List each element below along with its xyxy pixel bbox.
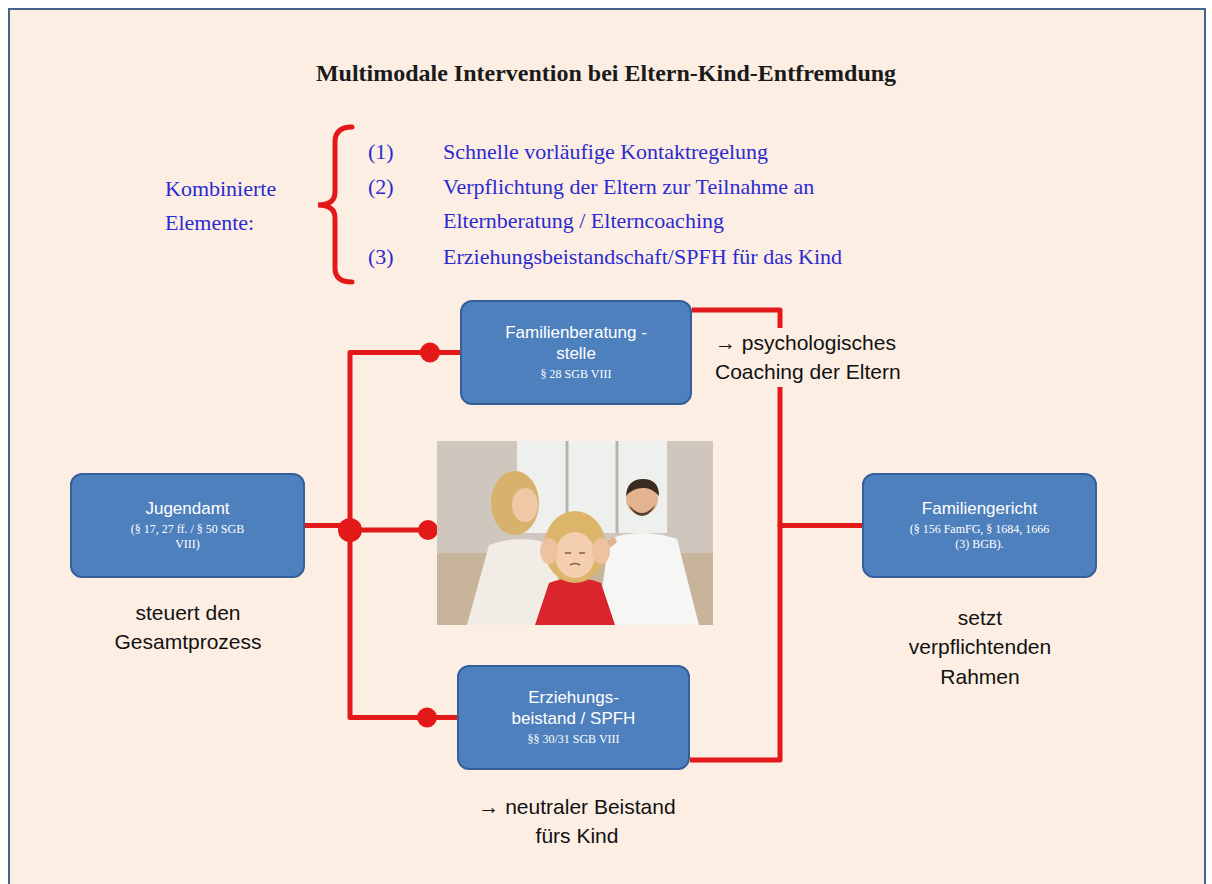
box-title: Erziehungs- beistand / SPFH: [499, 688, 649, 729]
mother-hair: [491, 471, 539, 535]
connector-dot: [418, 520, 438, 540]
diagram-title: Multimodale Intervention bei Eltern-Kind…: [0, 60, 1212, 87]
connector-dot: [417, 708, 437, 728]
box-title: Jugendamt: [145, 499, 229, 519]
list-bracket: [318, 127, 352, 282]
group-label: Kombinierte Elemente:: [165, 172, 325, 240]
bracket-connector: [305, 526, 457, 718]
legal-reference: (§ 156 FamFG, § 1684, 1666 (3) BGB).: [905, 522, 1055, 552]
list-number: (1): [368, 135, 428, 169]
authority-box: Jugendamt (§ 17, 27 ff. / § 50 SGB VIII): [70, 473, 305, 578]
girl-features: [565, 553, 585, 565]
list-item: Schnelle vorläufige Kontaktregelung: [443, 135, 1003, 169]
father-beard: [629, 505, 655, 516]
court-box: Familiengericht (§ 156 FamFG, § 1684, 166…: [862, 473, 1097, 578]
window-bar: [616, 441, 619, 533]
girl-face: [555, 532, 595, 578]
annotation: steuert den Gesamtprozess: [88, 598, 288, 657]
girl-body: [535, 578, 615, 625]
girl-hand: [592, 538, 610, 564]
legal-reference: §§ 30/31 SGB VIII: [527, 732, 619, 747]
annotation: → neutraler Beistand fürs Kind: [462, 792, 692, 851]
mother-face: [512, 488, 538, 522]
photo-background: [437, 441, 713, 625]
box-content: Jugendamt (§ 17, 27 ff. / § 50 SGB VIII): [130, 499, 245, 552]
annotation: → psychologisches Coaching der Eltern: [715, 328, 930, 387]
box-title: Familiengericht: [922, 499, 1037, 519]
box-content: Familiengericht (§ 156 FamFG, § 1684, 166…: [905, 499, 1055, 552]
box-content: Erziehungs- beistand / SPFH §§ 30/31 SGB …: [499, 688, 649, 747]
bracket-connector: [305, 353, 460, 526]
father-body: [597, 533, 699, 625]
girl-hand: [540, 538, 558, 564]
family-photo: [437, 441, 713, 625]
list-number: (2): [368, 170, 428, 204]
list-number: (3): [368, 240, 428, 274]
box-content: Familienberatung -stelle § 28 SGB VIII: [491, 323, 661, 382]
legal-reference: § 28 SGB VIII: [541, 367, 612, 382]
list-item: Verpflichtung der Eltern zur Teilnahme a…: [443, 170, 913, 238]
legal-reference: (§ 17, 27 ff. / § 50 SGB VIII): [130, 522, 245, 552]
connector-dot: [420, 343, 440, 363]
service-box: Erziehungs- beistand / SPFH §§ 30/31 SGB …: [457, 665, 690, 770]
father-hair: [626, 479, 659, 496]
list-item: Erziehungsbeistandschaft/SPFH für das Ki…: [443, 240, 1043, 274]
annotation: setzt verpflichtenden Rahmen: [900, 603, 1060, 691]
bracket-connector: [690, 526, 862, 761]
service-box: Familienberatung -stelle § 28 SGB VIII: [460, 300, 692, 405]
box-title: Familienberatung -stelle: [491, 323, 661, 364]
